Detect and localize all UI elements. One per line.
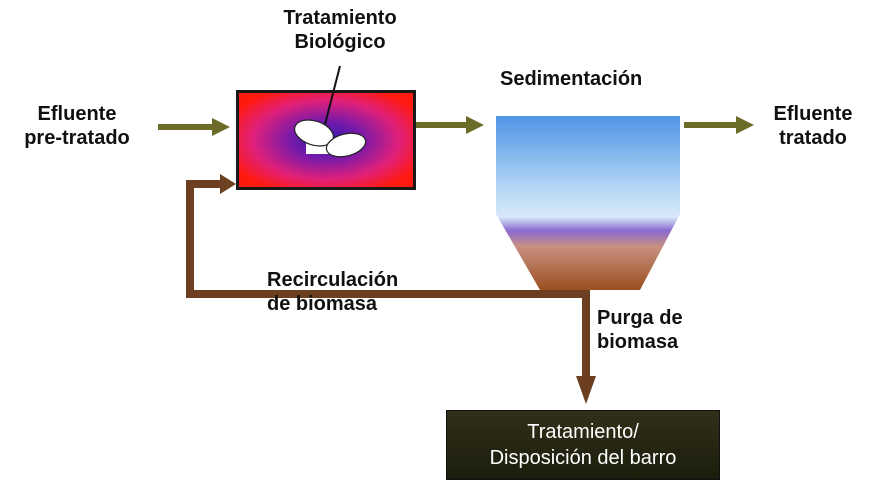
sedimentation-label: Sedimentación [500, 68, 643, 90]
floc-ellipse-2 [325, 132, 367, 158]
sludge-box-line-1: Tratamiento/ [527, 421, 639, 443]
purge-label: Purga de biomasa [597, 307, 683, 353]
sedimentation-tank [496, 116, 680, 290]
recirculation-pipe [186, 174, 590, 298]
biological-reactor [236, 65, 416, 190]
purge-pipe [576, 290, 596, 404]
inflow-arrow [158, 118, 230, 136]
reactor-to-settler-arrow [416, 116, 484, 134]
outflow-label: Efluente tratado [773, 103, 853, 149]
biotreatment-label: Tratamiento Biológico [283, 7, 397, 53]
sludge-treatment-box: Tratamiento/ Disposición del barro [446, 410, 720, 480]
sludge-box-line-2: Disposición del barro [489, 447, 677, 469]
inflow-label: Efluente pre-tratado [24, 103, 130, 149]
outflow-arrow [684, 116, 754, 134]
recirculation-label: Recirculación de biomasa [267, 269, 399, 315]
